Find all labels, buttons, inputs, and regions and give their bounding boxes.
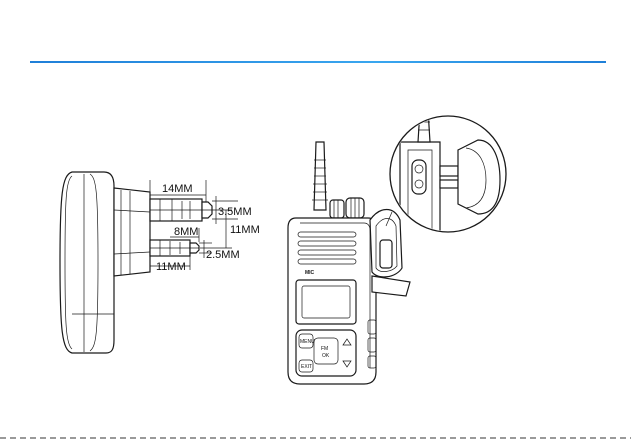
dim-14mm: 14MM xyxy=(162,183,193,195)
exit-key-label: EXIT xyxy=(301,364,312,370)
dimension-labels: 14MM 3.5MM 8MM 11MM 2.5MM 11MM xyxy=(156,183,260,273)
ok-key-label: OK xyxy=(322,353,330,359)
dim-8mm: 8MM xyxy=(174,226,198,238)
footer-dashed-rule xyxy=(0,437,631,439)
plug-3-5mm xyxy=(150,199,212,221)
dim-2-5mm: 2.5MM xyxy=(206,249,240,261)
earpiece-body xyxy=(60,172,150,353)
inset-detail xyxy=(386,110,506,240)
dim-11mm-horizontal: 11MM xyxy=(156,261,186,273)
menu-key-label: MENU xyxy=(300,339,315,345)
plug-2-5mm xyxy=(150,240,199,256)
dim-11mm-vertical: 11MM xyxy=(230,224,260,236)
fm-key-label: FM xyxy=(321,346,328,352)
mic-label: MIC xyxy=(305,270,315,276)
dim-3-5mm: 3.5MM xyxy=(218,206,252,218)
